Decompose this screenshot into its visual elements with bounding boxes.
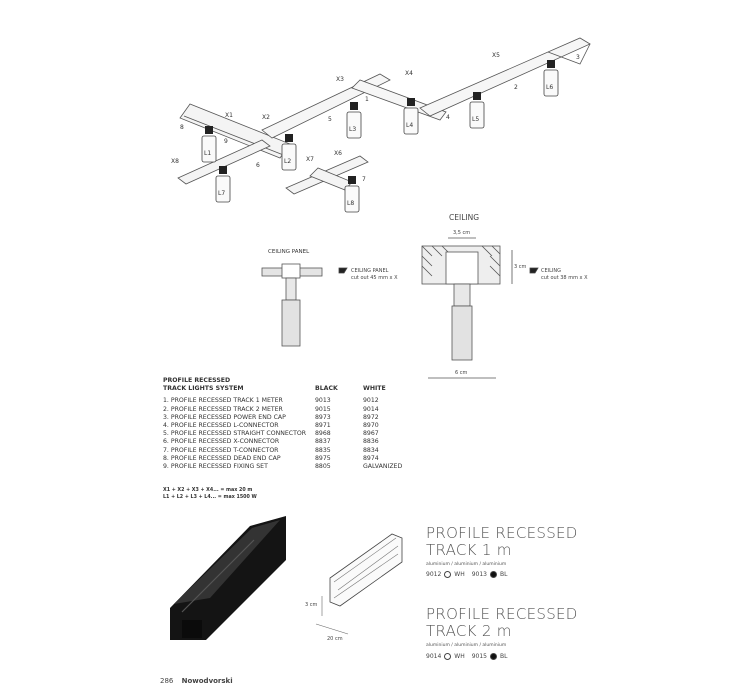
dim-width-bottom: 6 cm <box>455 370 468 376</box>
table-title-line1: PROFILE RECESSED <box>163 377 231 384</box>
ceiling-panel-title: CEILING PANEL <box>268 249 310 255</box>
dim-width-top: 3,5 cm <box>453 230 471 236</box>
part-number: 5 <box>328 116 332 123</box>
part-number: 9 <box>224 138 228 145</box>
part-number: 4 <box>446 114 450 121</box>
code-black: 9015 <box>471 653 488 660</box>
track-label: X3 <box>336 76 344 83</box>
code-white: 9014 <box>426 653 442 660</box>
track-label: X4 <box>405 70 413 77</box>
part-number: 8 <box>180 124 184 131</box>
col-white-header: WHITE <box>363 385 386 393</box>
product-material: aluminium / aluminium / aluminium <box>426 562 507 567</box>
page-number: 286 <box>160 677 174 685</box>
product-dim-height: 3 cm <box>305 602 318 608</box>
light-label: L7 <box>218 190 226 197</box>
dim-height: 3 cm <box>514 264 527 270</box>
product-material: aluminium / aluminium / aluminium <box>426 643 507 648</box>
light-label: L4 <box>406 122 414 129</box>
black-swatch-icon <box>490 571 498 578</box>
light-label: L5 <box>472 116 480 123</box>
label-white: WH <box>454 653 465 660</box>
part-number: 6 <box>256 162 260 169</box>
white-swatch-icon <box>444 653 452 660</box>
track-label: X1 <box>225 112 233 119</box>
brand-logo: Nowodvorski <box>181 677 233 685</box>
ceiling-cutout-label: CEILING <box>541 268 561 274</box>
panel-cutout-label: CEILING PANEL <box>351 268 389 274</box>
ceiling-title: CEILING <box>449 213 479 222</box>
product-codes: 9014 WH 9015 BL <box>426 653 507 660</box>
light-label: L3 <box>349 126 357 133</box>
product-subtitle: TRACK 1 m <box>426 541 512 559</box>
formula-power: L1 + L2 + L3 + L4... = max 1500 W <box>163 495 257 500</box>
product-subtitle: TRACK 2 m <box>426 622 512 640</box>
light-label: L2 <box>284 158 292 165</box>
track-label: X5 <box>492 52 500 59</box>
label-black: BL <box>500 571 508 578</box>
part-number: 1 <box>365 96 369 103</box>
formula-length: X1 + X2 + X3 + X4... = max 20 m <box>163 488 253 493</box>
part-number: 2 <box>514 84 518 91</box>
code-black: 9013 <box>471 571 488 578</box>
page-footer: 286 Nowodvorski <box>160 677 233 685</box>
track-label: X2 <box>262 114 270 121</box>
light-label: L6 <box>546 84 554 91</box>
track-label: X6 <box>334 150 342 157</box>
light-label: L1 <box>204 150 212 157</box>
table-title-line2: TRACK LIGHTS SYSTEM <box>163 385 244 393</box>
part-number: 7 <box>362 176 366 183</box>
product-dim-width: 20 cm <box>327 636 343 642</box>
white-swatch-icon <box>444 571 452 578</box>
parts-table: PROFILE RECESSED TRACK LIGHTS SYSTEM BLA… <box>163 377 402 471</box>
part-number: 3 <box>576 54 580 61</box>
code-white: 9012 <box>426 571 442 578</box>
light-label: L8 <box>347 200 355 207</box>
track-label: X8 <box>171 158 179 165</box>
label-white: WH <box>454 571 465 578</box>
col-black-header: BLACK <box>315 385 338 393</box>
panel-cutout-size: cut out 45 mm x X <box>351 275 398 281</box>
black-swatch-icon <box>490 653 498 660</box>
track-label: X7 <box>306 156 314 163</box>
ceiling-cutout-size: cut out 38 mm x X <box>541 275 588 281</box>
label-black: BL <box>500 653 508 660</box>
product-title: PROFILE RECESSED <box>426 605 578 623</box>
product-codes: 9012 WH 9013 BL <box>426 571 507 578</box>
product-title: PROFILE RECESSED <box>426 524 578 542</box>
